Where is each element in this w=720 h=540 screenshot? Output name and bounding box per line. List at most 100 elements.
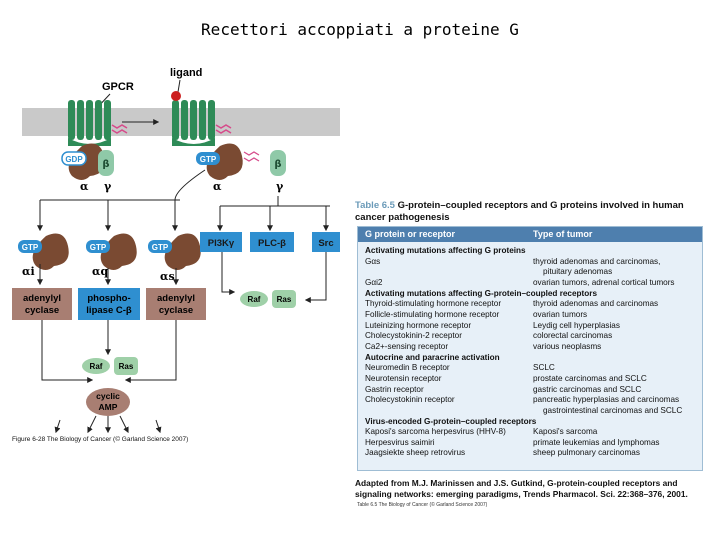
table-cell-tumor	[533, 417, 699, 428]
table-section-heading: Autocrine and paracrine activation	[365, 353, 699, 364]
svg-text:PLC-β: PLC-β	[258, 238, 286, 249]
slide-title: Recettori accoppiati a proteine G	[201, 20, 519, 39]
svg-text:GTP: GTP	[22, 243, 39, 252]
svg-text:GTP: GTP	[90, 243, 107, 252]
svg-text:cyclase: cyclase	[25, 305, 59, 316]
table-cell-protein: Thyroid-stimulating hormone receptor	[365, 299, 502, 309]
table-cell-protein: Activating mutations affecting G-protein…	[365, 288, 598, 298]
svg-text:γ: γ	[276, 180, 284, 193]
table-caption-number: Table 6.5	[355, 200, 395, 211]
table-cell-tumor: Leydig cell hyperplasias	[533, 320, 620, 330]
table-section-heading: Activating mutations affecting G protein…	[365, 246, 699, 257]
table-row: pituitary adenomas	[365, 267, 699, 278]
g-alpha-s: GTP αs	[148, 233, 201, 283]
g-alpha-i: GTP αi	[18, 233, 69, 278]
alpha-arrows	[37, 264, 179, 383]
table-cell-protein: Herpesvirus saimiri	[365, 437, 435, 447]
adenylyl-cyclase-right: adenylyl cyclase	[146, 288, 206, 320]
raf-ras-left: Raf Ras	[82, 357, 138, 375]
table-cell-protein: Jaagsiekte sheep retrovirus	[365, 448, 466, 458]
table-cell-protein	[365, 267, 533, 278]
table-cell-protein: Neurotensin receptor	[365, 373, 442, 383]
table-section-heading: Virus-encoded G-protein–coupled receptor…	[365, 417, 699, 428]
table-row: Gαs thyroid adenomas and carcinomas,	[365, 257, 699, 268]
svg-text:phospho-: phospho-	[87, 293, 130, 304]
table-cell-tumor: thyroid adenomas and carcinomas,	[533, 256, 661, 266]
svg-text:αq: αq	[92, 265, 108, 278]
svg-text:GTP: GTP	[200, 155, 217, 164]
svg-text:Raf: Raf	[248, 295, 261, 304]
adenylyl-cyclase-left: adenylyl cyclase	[12, 288, 72, 320]
table-body: Activating mutations affecting G protein…	[365, 246, 699, 459]
svg-text:Ras: Ras	[277, 295, 292, 304]
table-cell-tumor: gastrointestinal carcinomas and SCLC	[543, 405, 683, 415]
svg-text:cyclic: cyclic	[96, 391, 120, 401]
svg-text:β: β	[102, 159, 109, 170]
table-row: Kaposi's sarcoma herpesvirus (HHV-8) Kapo…	[365, 427, 699, 438]
ligand-pointer	[177, 79, 181, 93]
table-cell-tumor: pancreatic hyperplasias and carcinomas	[533, 395, 680, 405]
table-row: Neuromedin B receptor SCLC	[365, 363, 699, 374]
gdp-badge	[61, 151, 87, 166]
ligand-label: ligand	[170, 67, 202, 79]
svg-text:β: β	[274, 159, 281, 170]
cyclic-amp: cyclic AMP	[86, 388, 130, 416]
table-credit: Table 6.5 The Biology of Cancer (© Garla…	[357, 502, 488, 508]
plc-beta-box: PLC-β	[250, 232, 294, 252]
svg-text:adenylyl: adenylyl	[157, 293, 195, 304]
svg-text:γ: γ	[104, 180, 112, 193]
svg-text:GTP: GTP	[152, 243, 169, 252]
alpha-branches	[37, 169, 206, 232]
table-cell-protein: Luteinizing hormone receptor	[365, 320, 472, 330]
table-cell-tumor: thyroid adenomas and carcinomas	[533, 299, 659, 309]
table-cell-tumor: Kaposi's sarcoma	[533, 427, 598, 437]
svg-text:AMP: AMP	[99, 402, 118, 412]
svg-text:PI3Kγ: PI3Kγ	[208, 238, 235, 249]
table-cell-protein: Neuromedin B receptor	[365, 363, 450, 373]
table-caption-text: G-protein–coupled receptors and G protei…	[355, 200, 684, 223]
table-cell-tumor	[533, 353, 699, 364]
table-caption: Table 6.5 G-protein–coupled receptors an…	[355, 200, 700, 224]
table-row: Cholecystokinin receptor pancreatic hyper…	[365, 395, 699, 406]
table-cell-protein: Gαs	[365, 256, 381, 266]
beta-gamma-branches	[217, 196, 330, 232]
table-row: Neurotensin receptor prostate carcinomas …	[365, 374, 699, 385]
table-cell-tumor: gastric carcinomas and SCLC	[533, 384, 642, 394]
table-panel: G protein or receptor Type of tumor Acti…	[357, 226, 703, 471]
gtp-badge-top	[196, 152, 220, 165]
svg-text:Src: Src	[318, 238, 333, 249]
table-cell-tumor: sheep pulmonary carcinomas	[533, 448, 640, 458]
table-cell-tumor: various neoplasms	[533, 341, 602, 351]
table-cell-protein: Ca2+-sensing receptor	[365, 341, 449, 351]
table-cell-protein: Cholecystokinin-2 receptor	[365, 331, 462, 341]
table-cell-protein	[365, 406, 533, 417]
svg-text:adenylyl: adenylyl	[23, 293, 61, 304]
table-row: Thyroid-stimulating hormone receptor thyr…	[365, 299, 699, 310]
table-cell-protein: Cholecystokinin receptor	[365, 395, 455, 405]
table-cell-tumor	[533, 246, 699, 257]
table-row: Follicle-stimulating hormone receptor ova…	[365, 310, 699, 321]
svg-text:lipase C-β: lipase C-β	[86, 305, 132, 316]
src-box: Src	[312, 232, 340, 252]
pi3k-box: PI3Kγ	[200, 232, 242, 252]
table-cell-protein: Autocrine and paracrine activation	[365, 352, 500, 362]
table-cell-protein: Gastrin receptor	[365, 384, 424, 394]
svg-text:α: α	[80, 180, 89, 193]
table-cell-protein: Follicle-stimulating hormone receptor	[365, 309, 500, 319]
table-header: G protein or receptor Type of tumor	[358, 227, 702, 242]
inactive-receptor	[68, 100, 128, 146]
table-source: Adapted from M.J. Marinissen and J.S. Gu…	[355, 478, 688, 499]
table-cell-tumor: prostate carcinomas and SCLC	[533, 373, 647, 383]
table-cell-protein: Virus-encoded G-protein–coupled receptor…	[365, 416, 537, 426]
table-row: Gastrin receptor gastric carcinomas and S…	[365, 385, 699, 396]
svg-text:Raf: Raf	[90, 362, 103, 371]
table-cell-tumor: ovarian tumors	[533, 309, 588, 319]
table-cell-tumor: SCLC	[533, 363, 555, 373]
svg-text:αs: αs	[160, 270, 175, 283]
table-cell-protein: Activating mutations affecting G protein…	[365, 246, 526, 255]
table-cell-protein: Kaposi's sarcoma herpesvirus (HHV-8)	[365, 427, 506, 437]
